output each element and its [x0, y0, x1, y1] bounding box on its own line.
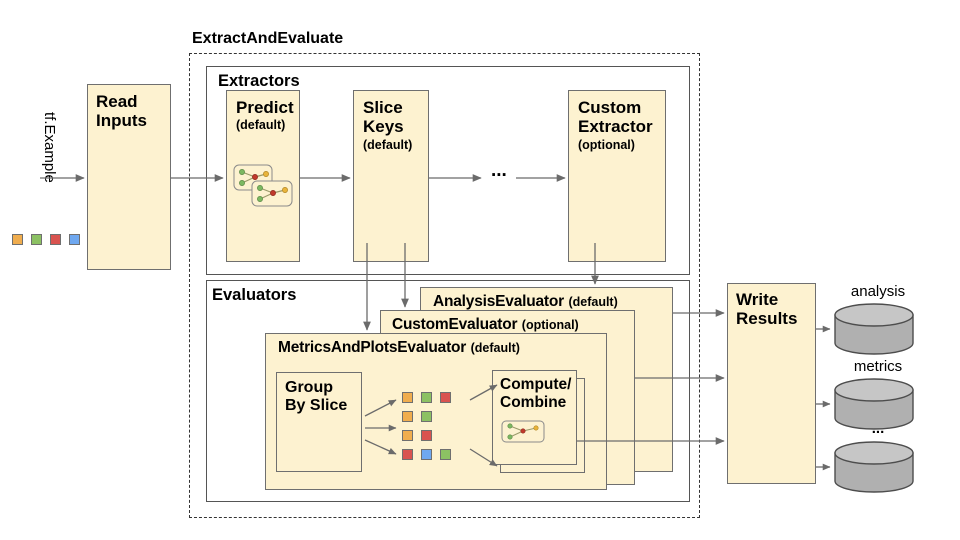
slice-swatch	[421, 449, 432, 460]
extractor-slice-keys-title: Slice Keys	[363, 98, 404, 136]
read-inputs-line1: Read	[96, 92, 138, 111]
evaluators-title: Evaluators	[212, 286, 297, 304]
swatch-green	[31, 234, 42, 245]
group-by-slice-node[interactable]: Group By Slice	[276, 372, 362, 472]
extractor-slice-keys[interactable]: Slice Keys (default)	[353, 90, 429, 262]
slice-swatch	[402, 392, 413, 403]
slice-swatch	[421, 411, 432, 422]
group-by-slice-line1: Group	[285, 379, 333, 396]
group-by-slice-title: Group By Slice	[285, 379, 347, 415]
slice-swatch	[421, 392, 432, 403]
write-results-node[interactable]: Write Results	[727, 283, 816, 484]
compute-combine-node[interactable]: Compute/ Combine	[492, 370, 577, 465]
more-stores-icon[interactable]	[833, 441, 915, 493]
slice-swatch-grid	[402, 392, 472, 464]
slice-swatch	[402, 411, 413, 422]
compute-combine-title: Compute/ Combine	[500, 376, 571, 411]
analysis-store-label: analysis	[850, 283, 906, 300]
more-stores-label: ...	[871, 420, 885, 437]
evaluator-metrics-and-plots-qualifier: (default)	[470, 341, 520, 355]
compute-combine-line2: Combine	[500, 393, 567, 411]
extractor-custom-qualifier: (optional)	[578, 138, 635, 152]
compute-combine-line1: Compute/	[500, 376, 572, 393]
extractor-predict-line1: Predict	[236, 98, 294, 117]
extract-and-evaluate-title: ExtractAndEvaluate	[192, 30, 344, 47]
extractor-custom-line2: Extractor	[578, 117, 653, 137]
extractor-slice-keys-qualifier: (default)	[363, 138, 413, 152]
read-inputs-title: Read Inputs	[96, 92, 172, 130]
slice-swatch	[440, 392, 451, 403]
metrics-store-icon[interactable]	[833, 378, 915, 430]
evaluator-analysis-qualifier: (default)	[568, 295, 618, 309]
extractors-title: Extractors	[218, 72, 300, 90]
extractors-ellipsis: ...	[491, 160, 507, 181]
extractor-slice-keys-line1: Slice	[363, 98, 403, 117]
evaluator-custom-label: CustomEvaluator	[392, 316, 518, 333]
extract-and-evaluate-container	[189, 53, 700, 518]
swatch-red	[50, 234, 61, 245]
evaluator-custom-qualifier: (optional)	[521, 318, 579, 332]
extractor-predict-qualifier: (default)	[236, 118, 286, 132]
write-results-line2: Results	[736, 309, 798, 329]
metric-graph-icon	[501, 420, 545, 443]
input-swatches	[12, 234, 82, 248]
slice-swatch	[402, 449, 413, 460]
extractor-predict-title: Predict	[236, 98, 294, 117]
write-results-title: Write Results	[736, 290, 797, 328]
extractor-custom-title: Custom Extractor	[578, 98, 653, 136]
swatch-orange	[12, 234, 23, 245]
extractor-custom[interactable]: Custom Extractor (optional)	[568, 90, 666, 262]
analysis-store-icon[interactable]	[833, 303, 915, 355]
group-by-slice-line2: By Slice	[285, 397, 348, 415]
slice-swatch	[421, 430, 432, 441]
swatch-blue	[69, 234, 80, 245]
evaluator-analysis-label: AnalysisEvaluator	[433, 293, 564, 310]
extractor-custom-line1: Custom	[578, 98, 642, 117]
read-inputs-node[interactable]: Read Inputs	[87, 84, 171, 270]
slice-swatch	[402, 430, 413, 441]
input-label: tf.Example	[41, 112, 58, 183]
extractor-slice-keys-line2: Keys	[363, 117, 404, 137]
metrics-store-label: metrics	[853, 358, 903, 375]
slice-swatch	[440, 449, 451, 460]
extractor-predict[interactable]: Predict (default)	[226, 90, 300, 262]
model-graph-icon	[233, 164, 293, 207]
evaluator-metrics-and-plots-label: MetricsAndPlotsEvaluator	[278, 339, 467, 356]
write-results-line1: Write	[736, 290, 779, 309]
read-inputs-line2: Inputs	[96, 111, 147, 131]
